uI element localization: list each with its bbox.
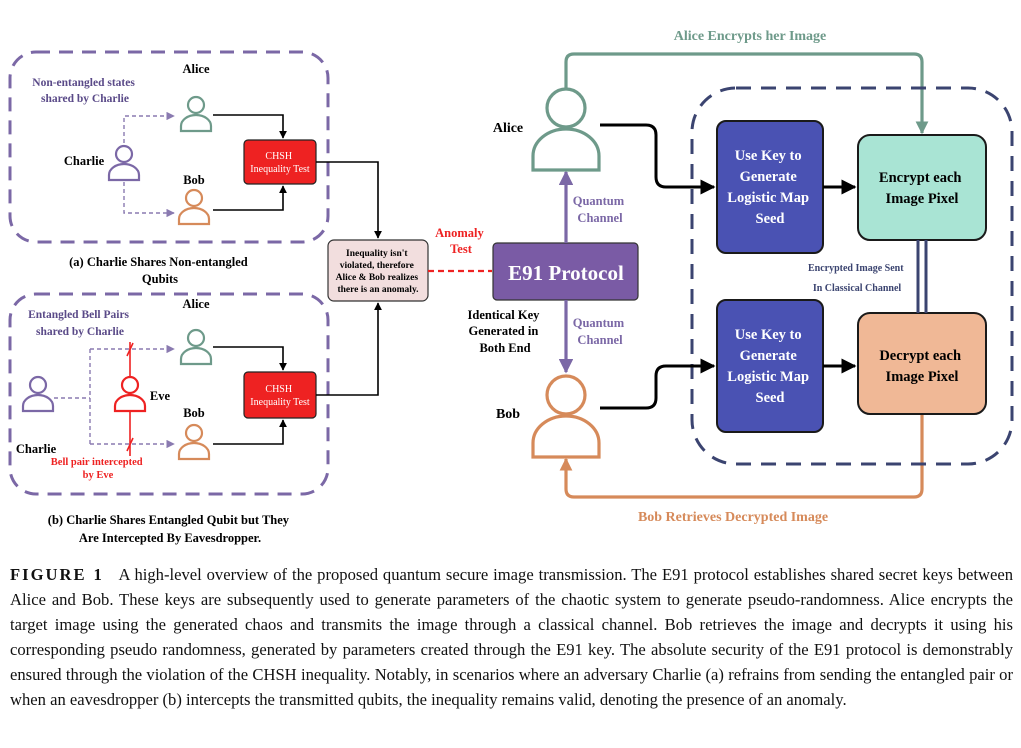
panel-a-charlie-to-bob xyxy=(123,182,175,218)
panel-a-charlie-icon xyxy=(107,144,141,182)
bob-to-key-arrow xyxy=(600,358,716,410)
panel-a-caption: (a) Charlie Shares Non-entangled Qubits xyxy=(69,255,251,286)
anomaly-test-label: Anomaly Test xyxy=(435,226,487,256)
classical-channel-link xyxy=(916,240,928,313)
panel-a-frame xyxy=(8,50,330,244)
panel-b-alice-to-chsh xyxy=(213,346,287,371)
panel-b: Entangled Bell Pairs shared by Charlie A… xyxy=(8,292,330,496)
panel-b-bob-label: Bob xyxy=(183,406,205,420)
chsh-b-to-anomaly xyxy=(316,302,382,396)
chsh-a-to-anomaly xyxy=(316,161,382,239)
figure-caption-text: A high-level overview of the proposed qu… xyxy=(10,565,1014,709)
panel-b-chsh-box xyxy=(243,371,317,419)
encrypt-label: Encrypt each Image Pixel xyxy=(879,170,965,207)
alice-to-key-arrow xyxy=(600,123,716,195)
panel-a-alice-icon xyxy=(179,95,213,133)
encrypt-box xyxy=(857,134,987,241)
panel-b-intercept-mark-top xyxy=(126,342,134,357)
protocol-alice-icon xyxy=(531,87,601,172)
panel-a-alice-label: Alice xyxy=(182,62,210,76)
panel-a-charlie-label: Charlie xyxy=(64,154,105,168)
use-key-box-bottom xyxy=(716,299,824,433)
e91-protocol-label: E91 Protocol xyxy=(508,261,624,285)
decrypt-box xyxy=(857,312,987,415)
e91-diagram: Non-entangled states shared by Charlie A… xyxy=(8,29,1014,545)
panel-b-charlie-label: Charlie xyxy=(16,442,57,456)
quantum-channel-bottom-label: Quantum Channel xyxy=(573,316,628,347)
panel-a-alice-to-chsh xyxy=(213,114,287,139)
use-key-top-label: Use Key to Generate Logistic Map Seed xyxy=(727,148,812,227)
protocol-bob-label: Bob xyxy=(496,407,520,422)
panel-b-intercept-note: Bell pair intercepted by Eve xyxy=(51,457,145,481)
panel-b-chsh-label: CHSH Inequality Test xyxy=(250,384,310,408)
panel-b-caption: (b) Charlie Shares Entangled Qubit but T… xyxy=(48,513,292,545)
panel-b-alice-label: Alice xyxy=(182,297,210,311)
panel-b-intercept-mark-bottom xyxy=(126,437,134,452)
alice-encrypts-label: Alice Encrypts her Image xyxy=(674,29,827,44)
panel-b-note: Entangled Bell Pairs shared by Charlie xyxy=(28,309,132,338)
processing-frame xyxy=(690,86,1014,466)
panel-b-eve-label: Eve xyxy=(150,389,171,403)
panel-a-chsh-box xyxy=(243,139,317,185)
use-key-box-top xyxy=(716,120,824,254)
panel-b-eve-icon xyxy=(113,375,147,413)
bob-retrieves-label: Bob Retrieves Decrypted Image xyxy=(638,510,828,525)
panel-b-alice-icon xyxy=(179,328,213,366)
anomaly-box-text: Inequality isn't violated, therefore Ali… xyxy=(336,249,421,295)
panel-a-bob-label: Bob xyxy=(183,173,205,187)
alice-encrypts-arrow xyxy=(564,52,929,135)
panel-b-frame xyxy=(8,292,330,496)
panel-a-charlie-to-alice xyxy=(123,111,175,143)
panel-a: Non-entangled states shared by Charlie A… xyxy=(8,50,330,244)
panel-a-chsh-label: CHSH Inequality Test xyxy=(250,151,310,175)
panel-a-bob-icon xyxy=(177,188,211,226)
identical-key-label: Identical Key Generated in Both End xyxy=(468,308,543,355)
panel-a-bob-to-chsh xyxy=(213,185,287,211)
panel-b-charlie-icon xyxy=(21,375,55,413)
protocol-alice-label: Alice xyxy=(493,121,523,136)
panel-b-bob-icon xyxy=(177,423,211,461)
panel-b-charlie-link xyxy=(54,349,91,444)
encrypted-sent-label: Encrypted Image Sent In Classical Channe… xyxy=(808,263,906,294)
panel-b-bob-to-chsh xyxy=(213,419,287,445)
protocol-bob-icon xyxy=(531,374,601,459)
quantum-channel-top-label: Quantum Channel xyxy=(573,194,628,225)
panel-a-note: Non-entangled states shared by Charlie xyxy=(32,77,137,105)
figure-label: FIGURE 1 xyxy=(10,565,104,584)
figure-caption: FIGURE 1 A high-level overview of the pr… xyxy=(10,562,1013,712)
bob-retrieves-arrow xyxy=(559,414,924,499)
use-key-bottom-label: Use Key to Generate Logistic Map Seed xyxy=(727,327,812,406)
decrypt-label: Decrypt each Image Pixel xyxy=(879,348,964,385)
